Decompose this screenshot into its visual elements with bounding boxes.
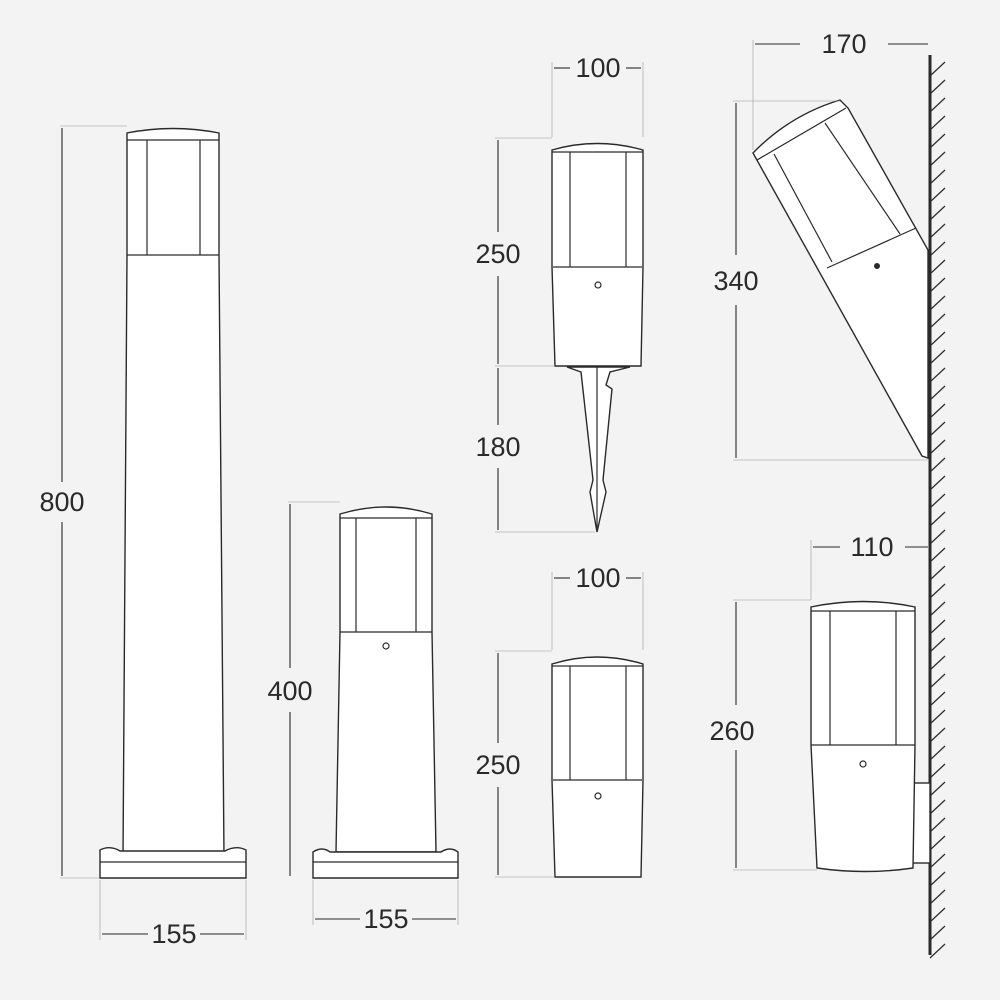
wall-hatch-line: [929, 331, 946, 347]
wall-hatch-line: [929, 223, 946, 239]
wall-lamp: 110 260: [709, 532, 931, 873]
wall-hatch-line: [929, 169, 946, 185]
wall-hatch-line: [929, 61, 946, 77]
wall-hatch-line: [929, 943, 946, 959]
wall: [928, 55, 946, 959]
wall-hatch-line: [929, 781, 946, 797]
tall-base-label: 155: [151, 919, 196, 949]
wall-hatch-line: [929, 277, 946, 293]
wall-hatch-line: [929, 583, 946, 599]
wall-hatch-line: [929, 619, 946, 635]
wall-hatch-line: [929, 817, 946, 833]
wall-hatch-line: [929, 133, 946, 149]
wall-hatch-line: [929, 475, 946, 491]
wall-hatch-line: [929, 691, 946, 707]
wall-hatch-line: [929, 511, 946, 527]
wall-projection-label: 110: [850, 532, 893, 562]
wall-hatch-line: [929, 871, 946, 887]
wall-hatch-line: [929, 853, 946, 869]
wall-hatch-line: [929, 745, 946, 761]
short-bollard: 100 250: [475, 563, 644, 878]
spike-length-label: 180: [475, 432, 520, 462]
wall-hatch-line: [929, 151, 946, 167]
wall-hatch-line: [929, 367, 946, 383]
wall-hatch-line: [929, 709, 946, 725]
wall-hatch-line: [929, 763, 946, 779]
wall-hatch-line: [929, 295, 946, 311]
angled-projection-label: 170: [821, 29, 866, 59]
wall-hatch-line: [929, 655, 946, 671]
wall-hatch-line: [929, 457, 946, 473]
spike-head-label: 250: [475, 239, 520, 269]
medium-height-label: 400: [267, 676, 312, 706]
medium-base-label: 155: [363, 904, 408, 934]
wall-hatch-line: [929, 421, 946, 437]
wall-hatch-line: [929, 529, 946, 545]
wall-hatch-line: [929, 241, 946, 257]
wall-hatch-line: [929, 205, 946, 221]
wall-hatch-line: [929, 349, 946, 365]
wall-hatch-line: [929, 547, 946, 563]
wall-hatch-line: [929, 673, 946, 689]
wall-hatch-line: [929, 187, 946, 203]
wall-hatch-line: [929, 403, 946, 419]
angled-height-label: 340: [713, 266, 758, 296]
short-width-label: 100: [575, 563, 620, 593]
wall-hatch-line: [929, 79, 946, 95]
wall-hatch-line: [929, 565, 946, 581]
wall-hatch-line: [929, 259, 946, 275]
wall-hatch-line: [929, 439, 946, 455]
medium-bollard: 400 155: [267, 501, 459, 934]
spike-width-label: 100: [575, 53, 620, 83]
wall-hatch-line: [929, 115, 946, 131]
tall-height-label: 800: [39, 487, 84, 517]
wall-hatch-line: [929, 835, 946, 851]
wall-hatch-line: [929, 601, 946, 617]
wall-hatch-line: [929, 97, 946, 113]
wall-height-label: 260: [709, 716, 754, 746]
wall-hatch-line: [929, 727, 946, 743]
wall-hatch-line: [929, 889, 946, 905]
tall-bollard: 800 155: [39, 125, 247, 949]
wall-hatch-line: [929, 799, 946, 815]
angled-wall-lamp: 170 340: [713, 29, 929, 461]
wall-hatch-line: [929, 493, 946, 509]
wall-hatch-line: [929, 385, 946, 401]
spike-bollard: 100 250 180: [475, 53, 644, 533]
wall-hatch-line: [929, 637, 946, 653]
wall-hatch-line: [929, 313, 946, 329]
wall-hatch-line: [929, 925, 946, 941]
short-height-label: 250: [475, 750, 520, 780]
wall-hatch-line: [929, 907, 946, 923]
